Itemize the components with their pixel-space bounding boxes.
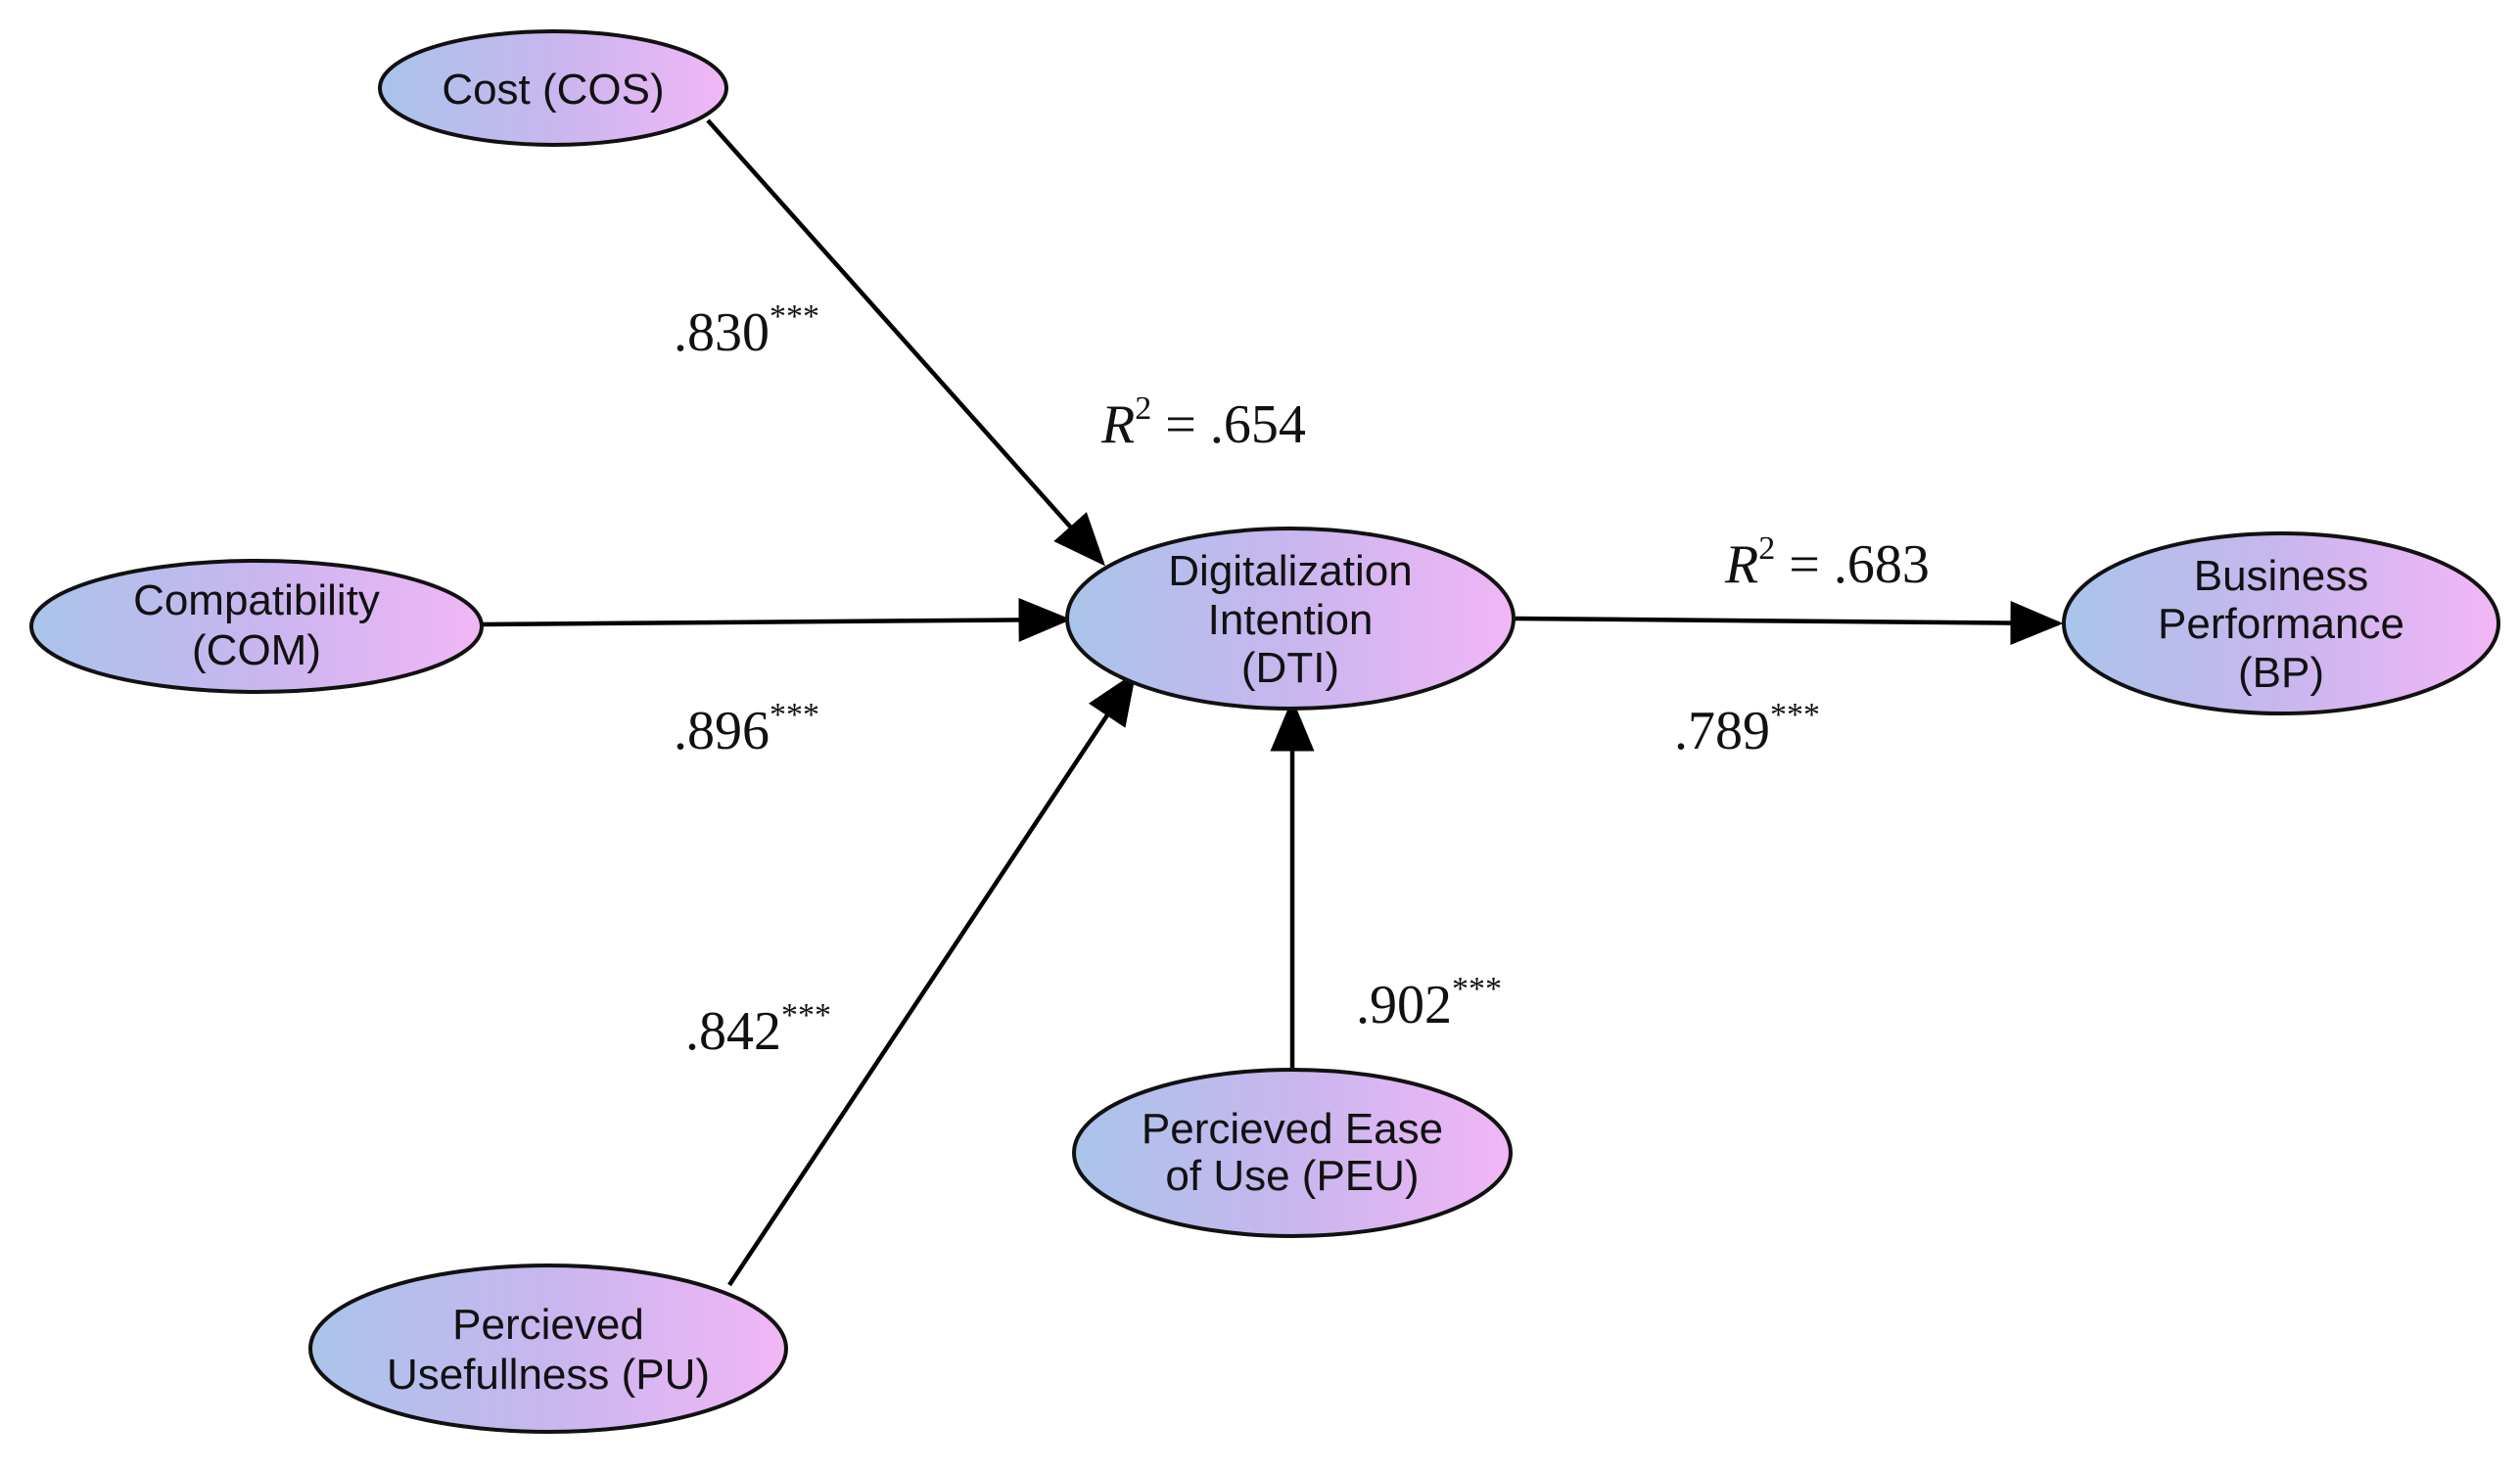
node-peu-label-line1: Percieved Ease: [1142, 1105, 1443, 1153]
node-cos: Cost (COS): [378, 29, 728, 147]
node-dti: Digitalization Intention (DTI): [1065, 527, 1516, 711]
node-com-label-line2: (COM): [192, 626, 321, 674]
node-bp-label-line3: (BP): [2238, 649, 2324, 697]
r-squared-dti: R2 = .654: [1100, 390, 1306, 455]
node-com: Compatibility (COM): [29, 559, 484, 694]
node-com-label-line1: Compatibility: [133, 576, 380, 624]
node-cos-label: Cost (COS): [442, 66, 664, 114]
arrow-com-to-dti: [482, 597, 1072, 642]
coef-peu-dti: .902***: [1356, 971, 1502, 1035]
node-pu-label-line1: Percieved: [452, 1301, 644, 1349]
node-peu-label-line2: of Use (PEU): [1165, 1152, 1419, 1200]
node-pu-label-line2: Usefullness (PU): [387, 1351, 710, 1399]
node-peu: Percieved Ease of Use (PEU): [1072, 1068, 1513, 1238]
coef-dti-bp: .789***: [1674, 697, 1820, 761]
coef-cos-dti: .830***: [674, 299, 819, 363]
node-pu: Percieved Usefullness (PU): [308, 1263, 788, 1434]
coef-pu-dti: .842***: [685, 997, 831, 1062]
arrow-cos-to-dti: [706, 118, 1105, 567]
node-bp-label-line2: Performance: [2158, 600, 2404, 648]
node-bp-label-line1: Business: [2194, 552, 2369, 600]
coef-com-dti: .896***: [674, 697, 819, 761]
r-squared-bp: R2 = .683: [1724, 530, 1930, 595]
node-dti-label-line3: (DTI): [1241, 644, 1339, 692]
node-bp: Business Performance (BP): [2062, 531, 2500, 715]
arrow-dti-to-bp: [1515, 601, 2064, 646]
node-dti-label-line1: Digitalization: [1168, 547, 1412, 595]
node-dti-label-line2: Intention: [1208, 596, 1374, 644]
arrow-pu-to-dti: [727, 671, 1137, 1287]
